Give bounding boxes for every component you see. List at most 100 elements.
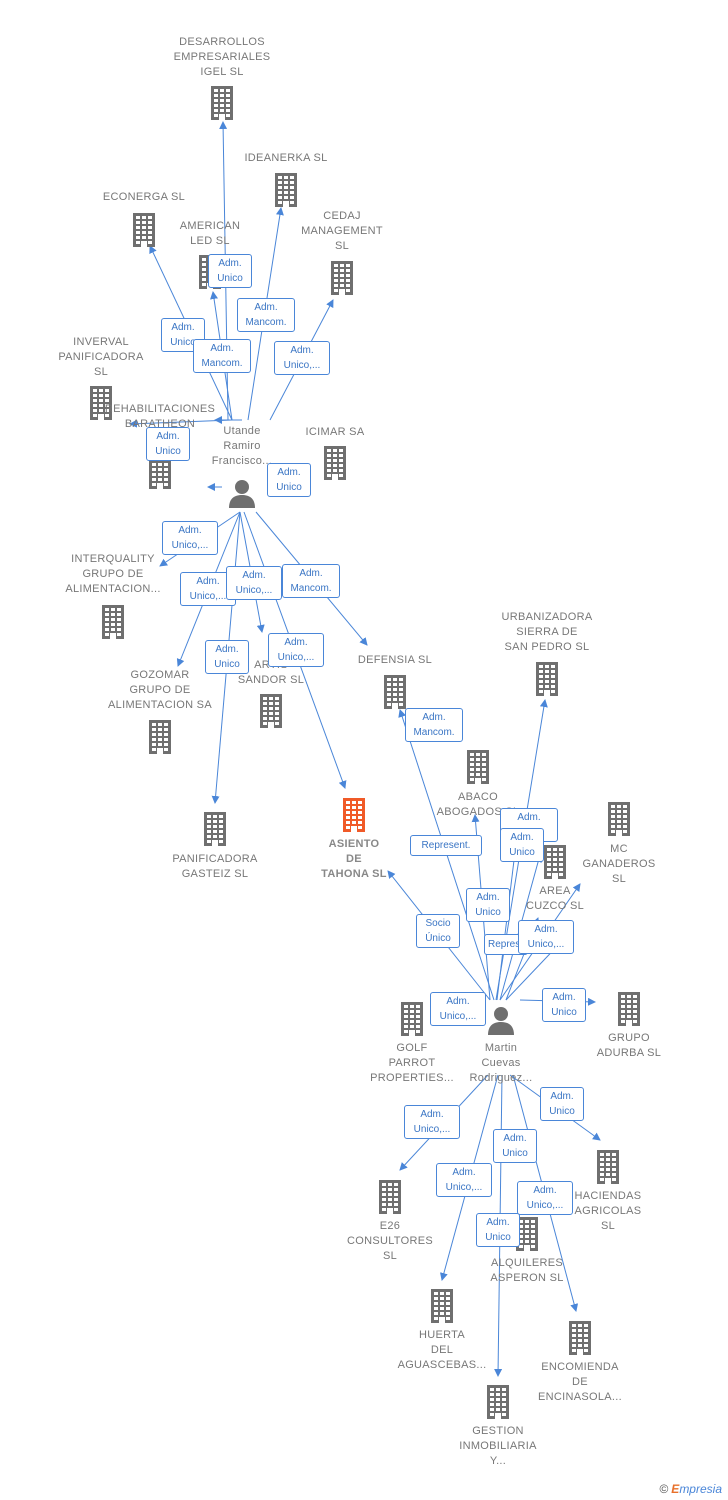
node-label-line: Francisco... bbox=[211, 455, 273, 467]
relation-badge[interactable]: Adm.Mancom. bbox=[193, 339, 251, 373]
building-icon[interactable] bbox=[36, 386, 166, 420]
relation-badge[interactable]: Adm.Unico,... bbox=[436, 1163, 492, 1197]
node-label-line: ICIMAR SA bbox=[305, 426, 365, 438]
relation-badge[interactable]: Adm.Mancom. bbox=[237, 298, 295, 332]
node-label-line: ASIENTO bbox=[328, 838, 380, 850]
relation-badge-text: Mancom. bbox=[245, 317, 287, 328]
person-icon[interactable] bbox=[177, 478, 307, 508]
relation-badge[interactable]: Adm.Unico,... bbox=[268, 633, 324, 667]
building-icon[interactable] bbox=[79, 213, 209, 247]
relation-badge[interactable]: Adm.Unico,... bbox=[274, 341, 330, 375]
node-label[interactable]: IDEANERKA SL bbox=[221, 151, 351, 166]
relation-badge[interactable]: Adm.Unico,... bbox=[162, 521, 218, 555]
node-label[interactable]: ICIMAR SA bbox=[270, 425, 400, 440]
building-icon[interactable] bbox=[433, 1385, 563, 1419]
relation-badge-text: Unico bbox=[502, 1148, 528, 1159]
relation-badge[interactable]: Adm.Unico bbox=[205, 640, 249, 674]
building-icon[interactable] bbox=[554, 802, 684, 836]
building-icon[interactable] bbox=[330, 675, 460, 709]
building-icon[interactable] bbox=[48, 605, 178, 639]
building-icon[interactable] bbox=[95, 455, 225, 489]
relation-badge[interactable]: Adm.Mancom. bbox=[282, 564, 340, 598]
building-icon[interactable] bbox=[377, 1289, 507, 1323]
building-icon[interactable] bbox=[95, 720, 225, 754]
relation-badge[interactable]: Adm.Unico bbox=[208, 254, 252, 288]
building-icon[interactable] bbox=[413, 750, 543, 784]
building-icon[interactable] bbox=[462, 1217, 592, 1251]
building-icon[interactable] bbox=[347, 1002, 477, 1036]
building-icon[interactable] bbox=[157, 86, 287, 120]
relation-badge-text: Adm. bbox=[215, 644, 239, 655]
relation-badge[interactable]: Adm.Unico bbox=[466, 888, 510, 922]
building-icon[interactable] bbox=[289, 798, 419, 832]
building-icon[interactable] bbox=[221, 173, 351, 207]
relation-badge[interactable]: Adm.Unico,... bbox=[518, 920, 574, 954]
relation-badge[interactable]: Adm.Unico bbox=[542, 988, 586, 1022]
node-label-line: SL bbox=[334, 240, 350, 252]
relation-badge-text: Unico,... bbox=[527, 939, 565, 950]
relation-badge-text: Adm. bbox=[171, 322, 195, 333]
relation-badge[interactable]: Adm.Unico,... bbox=[517, 1181, 573, 1215]
relation-badge-text: Unico bbox=[549, 1106, 575, 1117]
building-icon[interactable] bbox=[482, 662, 612, 696]
relation-badge[interactable]: Adm. Unico bbox=[493, 1129, 537, 1163]
relation-badge[interactable]: Adm.Unico bbox=[500, 828, 544, 862]
building-icon[interactable] bbox=[515, 1321, 645, 1355]
relation-badge-text: Adm. bbox=[178, 525, 202, 536]
node-label-line: PANIFICADORA bbox=[172, 853, 258, 865]
relation-badge-text: Adm. bbox=[299, 568, 323, 579]
relation-badge[interactable]: Adm.Unico bbox=[146, 427, 190, 461]
relation-badge[interactable]: Adm.Unico,... bbox=[430, 992, 486, 1026]
node-label-line: SANDOR SL bbox=[237, 674, 305, 686]
relation-badge-text: Adm. bbox=[196, 576, 220, 587]
building-icon[interactable] bbox=[490, 845, 620, 879]
person-icon[interactable] bbox=[436, 1005, 566, 1035]
building-icon[interactable] bbox=[325, 1180, 455, 1214]
node-label-line: AREA bbox=[539, 885, 571, 897]
relation-badge[interactable]: Adm.Unico,... bbox=[226, 566, 282, 600]
relation-badge[interactable]: Adm.Unico bbox=[540, 1087, 584, 1121]
node-label-line: SAN PEDRO SL bbox=[504, 641, 590, 653]
relation-badge-text: Adm. bbox=[503, 1133, 527, 1144]
relation-badge-text: Adm. bbox=[422, 712, 446, 723]
relation-badge[interactable]: Represent. bbox=[410, 835, 482, 856]
relation-badge[interactable]: Adm.Unico,... bbox=[404, 1105, 460, 1139]
building-icon[interactable] bbox=[543, 1150, 673, 1184]
node-label-line: Y... bbox=[489, 1455, 507, 1467]
relation-badge[interactable]: Adm.Unico bbox=[161, 318, 205, 352]
building-icon[interactable] bbox=[270, 446, 400, 480]
building-icon[interactable] bbox=[206, 694, 336, 728]
building-icon[interactable] bbox=[150, 812, 280, 846]
relation-badge[interactable]: Adm.Unico bbox=[267, 463, 311, 497]
building-icon[interactable] bbox=[564, 992, 694, 1026]
relation-badge[interactable]: Adm.Unico bbox=[476, 1213, 520, 1247]
node-label[interactable]: ECONERGA SL bbox=[79, 190, 209, 205]
node-label[interactable]: DEFENSIA SL bbox=[330, 653, 460, 668]
relation-badge[interactable]: Adm.Mancom. bbox=[405, 708, 463, 742]
node-label-line: E26 bbox=[379, 1220, 401, 1232]
building-icon[interactable] bbox=[277, 261, 407, 295]
